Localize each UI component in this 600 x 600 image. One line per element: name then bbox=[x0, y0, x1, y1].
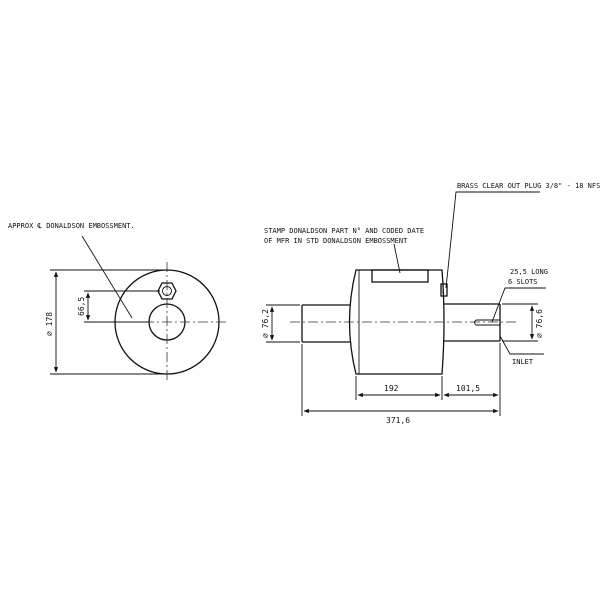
stamp-note-line1: STAMP DONALDSON PART N° AND CODED DATE bbox=[264, 227, 424, 235]
slots-note-line2: 6 SLOTS bbox=[508, 278, 538, 286]
plug-leader bbox=[445, 191, 540, 289]
dim-inlet-diameter: ⌀ 76,6 bbox=[535, 309, 544, 338]
inlet-label: INLET bbox=[512, 358, 534, 366]
end-view-plug-hex bbox=[157, 282, 177, 300]
plug-note: BRASS CLEAR OUT PLUG 3/8" - 18 NFSM bbox=[457, 182, 600, 190]
dim-inlet-length: 101,5 bbox=[456, 384, 480, 393]
dim-offset: 66,5 bbox=[77, 297, 86, 316]
dim-overall-length: 371,6 bbox=[386, 416, 410, 425]
side-view-body bbox=[348, 269, 445, 375]
slots-note-line1: 25,5 LONG bbox=[510, 268, 548, 276]
stamp-note-line2: OF MFR IN STD DONALDSON EMBOSSMENT bbox=[264, 237, 408, 245]
end-view bbox=[50, 235, 226, 382]
slots-leader bbox=[491, 287, 546, 323]
dim-body-length: 192 bbox=[384, 384, 399, 393]
inlet-leader bbox=[499, 335, 544, 355]
clean-out-plug bbox=[440, 283, 448, 297]
inlet-slot bbox=[474, 319, 500, 326]
embossment-plate bbox=[371, 269, 429, 283]
side-view bbox=[266, 191, 546, 416]
embossment-leader bbox=[81, 235, 133, 319]
embossment-note: APPROX ℄ DONALDSON EMBOSSMENT. bbox=[8, 222, 135, 230]
dim-outlet-diameter: ⌀ 76,2 bbox=[261, 309, 270, 338]
stamp-leader bbox=[393, 243, 401, 274]
dim-body-diameter: ⌀ 178 bbox=[45, 312, 54, 336]
